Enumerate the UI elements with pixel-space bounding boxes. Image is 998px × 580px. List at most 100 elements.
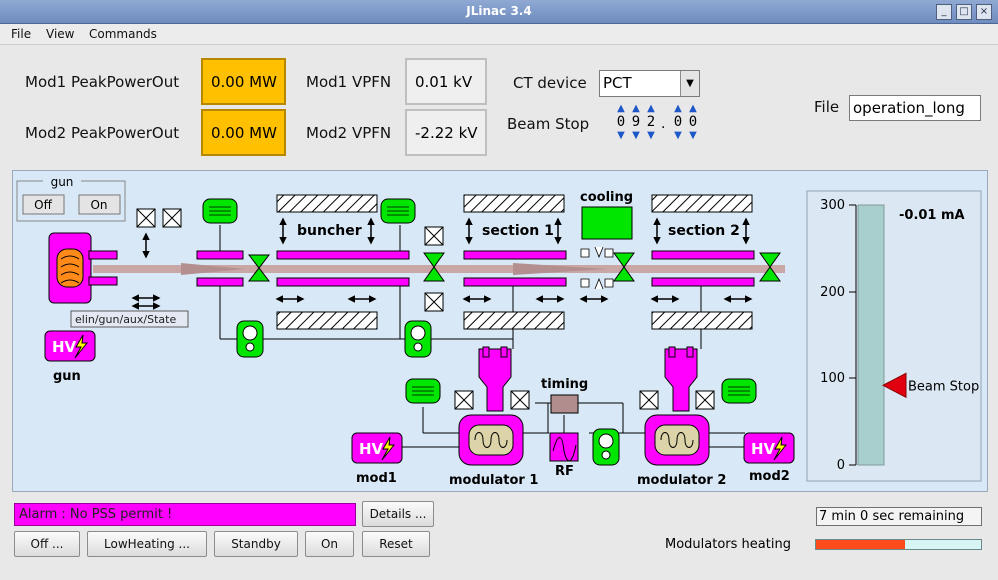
heating-label: Modulators heating [665,537,791,552]
menu-file[interactable]: File [11,27,32,41]
mod1-label: mod1 [356,471,397,486]
maximize-icon[interactable]: □ [956,4,972,20]
beam-stop-digit-4[interactable]: ▲0▼ [670,104,686,141]
arrow-down-icon[interactable]: ▼ [674,130,682,141]
section1-magnet-top [463,194,565,213]
ion-pump-2[interactable] [380,198,416,224]
menu-commands[interactable]: Commands [89,27,157,41]
beam-arrow [181,263,245,275]
gun-valve-1[interactable] [136,208,156,228]
gun-label: gun [53,369,81,384]
lightning-icon [773,436,788,461]
mod1-hv-button[interactable]: HV [351,432,403,464]
details-button[interactable]: Details ... [362,501,434,527]
section2-magnet-top [651,194,753,213]
beam-stop-separator: . [661,116,666,132]
minimize-icon[interactable]: _ [936,4,952,20]
gun-hv-button[interactable]: HV [44,330,96,362]
modulator1-klystron-icon[interactable] [458,346,524,466]
title-bar: JLinac 3.4 _ □ × [0,0,998,24]
rf-source-icon[interactable] [549,432,579,462]
arrow-down-icon[interactable]: ▼ [632,130,640,141]
close-icon[interactable]: × [976,4,992,20]
mod2-peak-label: Mod2 PeakPowerOut [25,124,180,142]
beam-stop-digit-5[interactable]: ▲0▼ [685,104,701,141]
mod2-vpfn-value: -2.22 kV [405,109,487,156]
standby-button[interactable]: Standby [214,531,298,557]
mod2-vpfn-label: Mod2 VPFN [306,124,392,142]
beam-valve-1[interactable] [247,254,271,282]
arrow-down-icon[interactable]: ▼ [689,130,697,141]
cooling-indicator[interactable] [581,206,633,240]
section1-cavity-bottom [463,277,567,287]
mod1-peak-label: Mod1 PeakPowerOut [25,73,180,91]
tooltip: elin/gun/aux/State [70,310,189,328]
mod2-box-1[interactable] [639,390,659,410]
beam-valve-4[interactable] [759,252,781,282]
cooling-icon [580,277,614,290]
buncher-magnet-bottom [276,311,378,330]
screen-2[interactable] [424,292,444,312]
gun-valve-2[interactable] [162,208,182,228]
electron-gun-icon[interactable] [48,232,118,304]
rf-probe-2[interactable] [404,320,432,358]
beam-valve-2[interactable] [423,252,445,282]
gun-on-button[interactable]: On [78,194,121,215]
off-button[interactable]: Off ... [14,531,80,557]
section1-cavity-top [463,250,567,260]
gun-group-title: gun [51,175,74,189]
modulator1-label: modulator 1 [449,473,538,488]
buncher-cavity-top [276,250,410,260]
timing-unit[interactable] [550,394,579,414]
reset-button[interactable]: Reset [362,531,430,557]
arrow-down-icon[interactable]: ▼ [617,130,625,141]
gauge-tick: 300 [820,198,845,213]
heating-progress [815,539,982,550]
mod1-box-1[interactable] [454,390,474,410]
arrow-up-icon[interactable]: ▲ [647,103,655,114]
menu-bar: File View Commands [0,24,998,45]
gun-off-label: Off [34,198,52,212]
ion-pump-3[interactable] [405,378,441,404]
mod1-box-2[interactable] [510,390,530,410]
prebuncher-top [196,250,244,260]
lightning-icon [381,436,396,461]
on-button[interactable]: On [305,531,354,557]
arrow-up-icon[interactable]: ▲ [632,103,640,114]
modulator2-klystron-icon[interactable] [644,346,710,466]
mod1-hv-label: HV [359,440,384,458]
gun-control-group: gun [16,174,126,222]
beam-pipe [93,265,785,273]
mod2-box-2[interactable] [695,390,715,410]
gun-off-button[interactable]: Off [22,194,65,215]
chevron-down-icon[interactable]: ▼ [680,71,699,96]
menu-view[interactable]: View [46,27,75,41]
rf-probe-3[interactable] [592,428,620,466]
section1-magnet-bottom [463,311,565,330]
mod2-label: mod2 [749,469,790,484]
gauge-tick: 200 [820,285,845,300]
beam-stop-marker-icon[interactable] [881,372,907,399]
arrow-up-icon[interactable]: ▲ [617,103,625,114]
mod2-hv-button[interactable]: HV [743,432,795,464]
window-title: JLinac 3.4 [466,4,532,18]
mod2-peak-value: 0.00 MW [201,109,286,156]
section2-magnet-bottom [651,311,753,330]
arrow-up-icon[interactable]: ▲ [689,103,697,114]
beam-valve-3[interactable] [613,252,635,282]
ion-pump-4[interactable] [721,378,757,404]
lowheating-button[interactable]: LowHeating ... [87,531,207,557]
rf-probe-1[interactable] [236,320,264,358]
screen-1[interactable] [424,226,444,246]
prebuncher-bottom [196,277,244,287]
mod1-peak-value: 0.00 MW [201,58,286,105]
beam-stop-digit-3[interactable]: ▲2▼ [643,104,659,141]
file-input[interactable]: operation_long [849,95,981,121]
section2-cavity-bottom [651,277,755,287]
ct-device-select[interactable]: PCT ▼ [599,70,700,97]
beam-stop-digit-2[interactable]: ▲9▼ [628,104,644,141]
arrow-down-icon[interactable]: ▼ [647,130,655,141]
arrow-up-icon[interactable]: ▲ [674,103,682,114]
ion-pump-1[interactable] [202,198,238,224]
beam-stop-digit-1[interactable]: ▲0▼ [613,104,629,141]
